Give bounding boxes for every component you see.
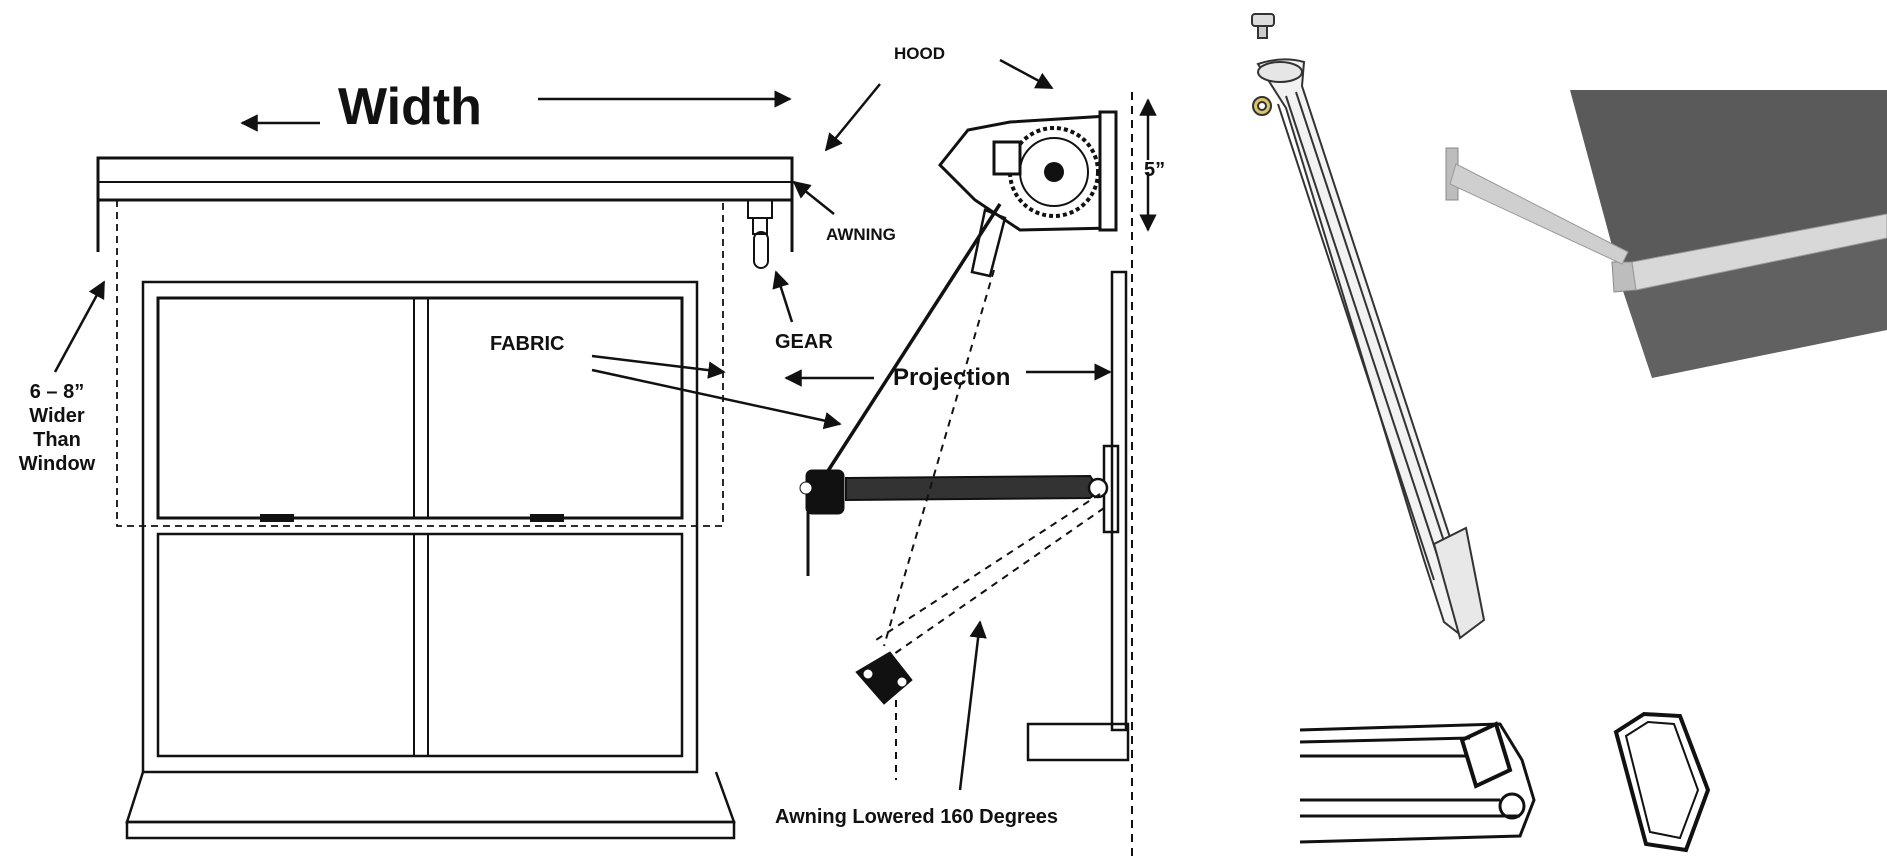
fabric-arrow-2 [591,368,842,430]
projection-label: Projection [893,364,1010,391]
endcap-detail [1613,711,1711,853]
wall-plate [1110,270,1128,732]
roller-tube [1008,126,1100,218]
screw-part [1251,13,1275,39]
height-label: 5” [1144,159,1165,181]
awning-label: AWNING [826,225,896,244]
window-sill [125,771,736,824]
lowered-bar-end [855,651,913,705]
wider-label-line2: Wider [29,405,85,427]
awning-lowered-label: Awning Lowered 160 Degrees [775,806,1058,828]
fabric-panel [1570,90,1887,268]
fabric-label: FABRIC [490,333,564,355]
wider-arrow [53,280,106,373]
fabric-line [824,203,1002,475]
fabric-outline [116,200,724,527]
awning-box [96,156,794,202]
front-view [96,156,794,840]
hood-arrow-right [999,58,1054,90]
extended-arm [799,469,1109,576]
lower-sash [156,532,684,758]
upper-sash [156,296,684,520]
wider-label-line4: Window [19,453,96,475]
gear-arrow [772,270,794,323]
hood-arrow-left [824,83,881,152]
wider-label-line1: 6 – 8” [30,381,84,403]
gear-label: GEAR [775,331,833,353]
fabric-arrow-1 [591,354,726,379]
support-arm [1449,163,1629,265]
awning-photo [1445,90,1887,378]
lowered-arm [875,269,1105,780]
hood-housing [937,110,1118,232]
arm-detail [1251,13,1486,640]
profile-detail [1299,721,1536,844]
hood-label: HOOD [894,44,945,63]
side-view [799,92,1133,860]
width-label: Width [338,78,482,136]
lowered-arrow [958,620,987,791]
nut-part [1252,96,1272,116]
wider-label-line3: Than [33,429,81,451]
awning-arrow [792,180,835,215]
gear-crank [747,199,773,269]
gear-handle [970,208,1007,278]
window-frame [141,280,699,774]
